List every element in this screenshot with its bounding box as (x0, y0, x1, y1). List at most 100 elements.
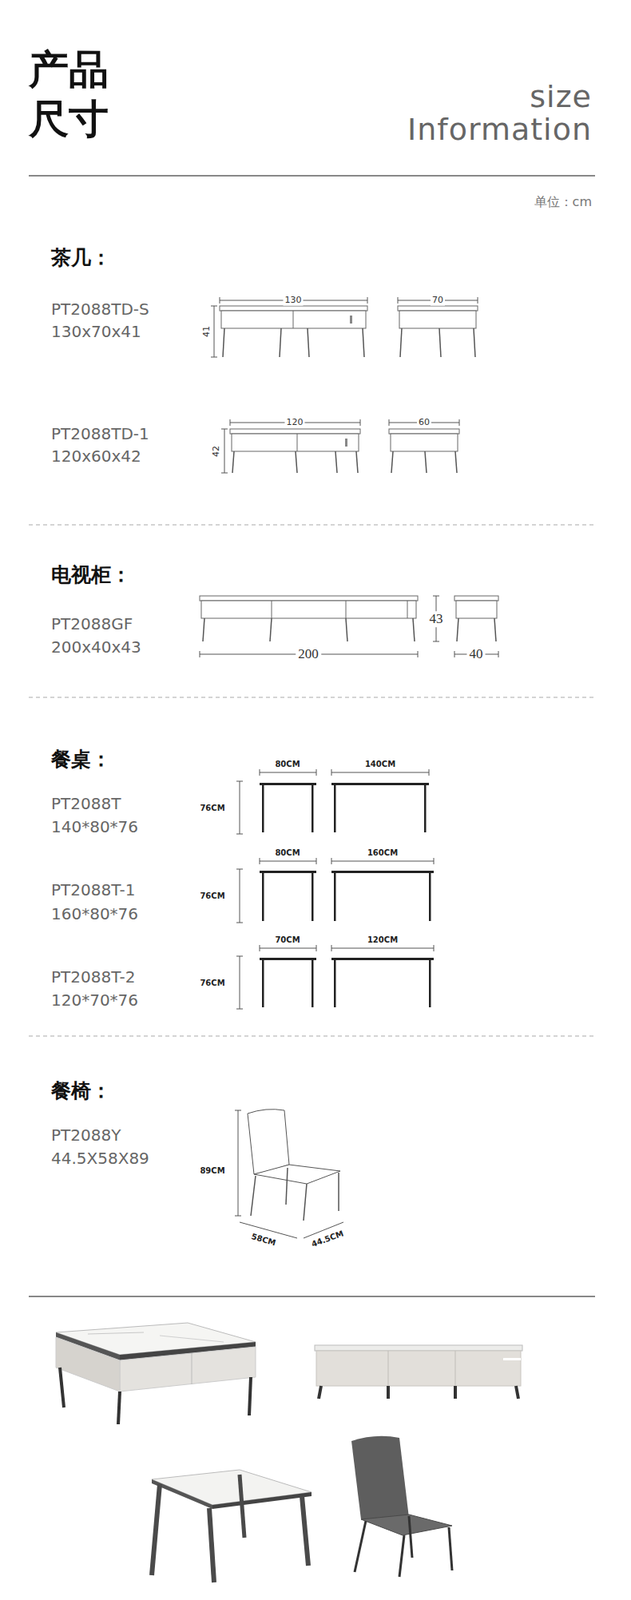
dimension-tick (459, 419, 461, 426)
table-body (221, 310, 366, 329)
table-leg (295, 451, 298, 473)
dimension-value: 42 (211, 444, 223, 459)
table-body (390, 433, 458, 452)
table-top (454, 595, 499, 601)
table-top (230, 428, 361, 434)
table-body (55, 1337, 120, 1392)
drawer-line (345, 600, 347, 619)
unit-note: 单位：cm (534, 194, 592, 210)
chair-leg (303, 1183, 307, 1221)
table-leg (335, 451, 338, 473)
dimension-tick (498, 650, 500, 658)
table-top (259, 870, 317, 874)
dimension-value: 58CM (249, 1231, 278, 1248)
chair-leg (285, 1167, 288, 1205)
dimension-line (331, 772, 429, 774)
drawer-line (455, 1350, 457, 1386)
size-spec: 44.5X58X89 (51, 1149, 150, 1168)
dimension-value: 89CM (198, 1166, 226, 1176)
dimension-tick (221, 428, 228, 430)
dimension-tick (331, 857, 333, 865)
table-leg (261, 960, 265, 1008)
dimension-value: 80CM (273, 848, 301, 858)
dimension-line (259, 861, 317, 862)
table-top (259, 782, 317, 786)
dimension-tick (259, 857, 261, 865)
dimension-tick (428, 769, 430, 776)
dimension-line (259, 948, 317, 949)
dimension-tick (259, 944, 261, 952)
dimension-tick (236, 869, 243, 870)
table-leg (455, 451, 457, 473)
table-leg (269, 618, 272, 642)
table-top (199, 595, 418, 601)
dimension-value: 40 (467, 646, 486, 663)
chair-seat (253, 1164, 341, 1184)
size-spec: 200x40x43 (51, 638, 142, 657)
drawer-line (388, 1350, 389, 1386)
table-top (331, 957, 434, 961)
table-leg (311, 785, 314, 833)
dimension-value: 200 (295, 646, 322, 663)
dimension-value: 140CM (364, 759, 397, 770)
dimension-value: 160CM (366, 848, 399, 858)
model-code: PT2088T-1 (51, 881, 136, 900)
table-leg (473, 328, 476, 358)
dimension-line (214, 305, 215, 358)
table-leg (301, 1496, 309, 1566)
table-leg (239, 1474, 245, 1538)
dimension-value: 120CM (366, 935, 399, 945)
cabinet-top (314, 1345, 523, 1351)
dimension-tick (199, 650, 201, 658)
dimension-tick (236, 1008, 243, 1010)
dimension-tick (360, 419, 362, 426)
dimension-tick (236, 922, 243, 924)
dimension-tick (433, 944, 435, 952)
size-spec: 120*70*76 (51, 991, 139, 1010)
table-leg (311, 873, 314, 921)
model-code: PT2088T (51, 794, 121, 814)
table-leg (222, 328, 225, 358)
dimension-value: 60 (416, 417, 432, 429)
dimension-value: 76CM (198, 891, 226, 901)
model-code: PT2088TD-1 (51, 424, 150, 444)
table-top (331, 782, 429, 786)
table-leg (391, 451, 393, 473)
category-heading: 餐椅： (51, 1079, 112, 1104)
chair-leg (250, 1175, 256, 1216)
chair-leg (448, 1527, 453, 1571)
table-top (397, 305, 478, 311)
table-leg (209, 1508, 215, 1583)
dimension-tick (210, 357, 218, 358)
table-leg (202, 618, 205, 642)
dimension-line (239, 781, 241, 834)
top-edge (212, 1492, 312, 1509)
dimension-tick (236, 956, 243, 957)
table-leg (412, 618, 415, 642)
table-leg (261, 873, 265, 921)
category-heading: 茶几： (51, 246, 112, 270)
dimension-tick (432, 595, 440, 597)
table-leg (232, 451, 235, 473)
dimension-tick (259, 769, 261, 776)
table-leg (439, 328, 441, 358)
table-leg (345, 618, 348, 642)
dimension-tick (331, 944, 333, 952)
table-top (388, 428, 460, 434)
dimension-line (239, 956, 241, 1009)
dimension-tick (316, 769, 318, 776)
table-body (456, 600, 497, 619)
size-spec: 120x60x42 (51, 447, 142, 466)
chair-leg (399, 1535, 405, 1577)
drawer-line (297, 433, 298, 452)
dimension-value: 44.5CM (309, 1228, 346, 1250)
dimension-line (331, 948, 434, 949)
dimension-value: 120 (285, 417, 306, 429)
cabinet-body (316, 1350, 521, 1386)
dimension-tick (397, 297, 399, 304)
dashed-divider (28, 523, 596, 525)
size-spec: 160*80*76 (51, 904, 139, 924)
table-leg (428, 960, 432, 1008)
dimension-tick (417, 650, 419, 658)
size-spec: 140*80*76 (51, 817, 139, 837)
